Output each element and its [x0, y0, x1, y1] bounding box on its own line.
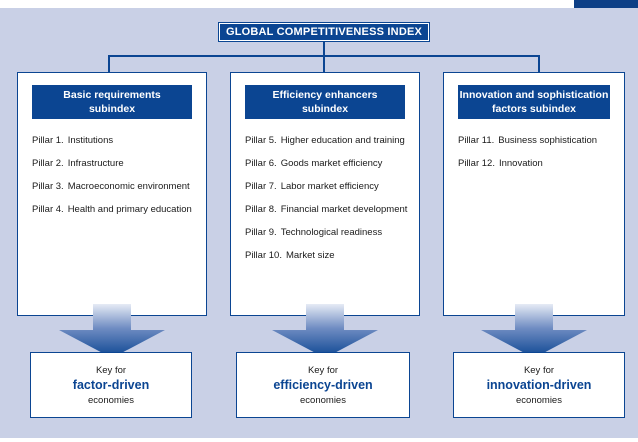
subindex-innovation-sophistication: Innovation and sophistication factors su…	[443, 72, 625, 316]
down-arrow-icon	[272, 304, 378, 358]
pillar-item: Pillar 12.Innovation	[458, 156, 614, 171]
pillar-label: Technological readiness	[280, 227, 383, 238]
pillar-item: Pillar 7.Labor market efficiency	[245, 179, 409, 194]
pillar-number: Pillar 7.	[245, 181, 277, 192]
pillar-number: Pillar 1.	[32, 135, 64, 146]
down-arrow-icon	[59, 304, 165, 358]
pillar-number: Pillar 10.	[245, 250, 282, 261]
subindex-heading: Basic requirements subindex	[32, 85, 192, 119]
pillar-number: Pillar 5.	[245, 135, 277, 146]
pillar-item: Pillar 10.Market size	[245, 248, 409, 263]
pillar-list: Pillar 11.Business sophistication Pillar…	[458, 133, 614, 179]
pillar-item: Pillar 5.Higher education and training	[245, 133, 409, 148]
pillar-item: Pillar 4.Health and primary education	[32, 202, 196, 217]
key-stage: innovation-driven	[486, 377, 592, 392]
pillar-item: Pillar 11.Business sophistication	[458, 133, 614, 148]
pillar-number: Pillar 8.	[245, 204, 277, 215]
pillar-label: Labor market efficiency	[280, 181, 379, 192]
pillar-item: Pillar 3.Macroeconomic environment	[32, 179, 196, 194]
key-line3: economies	[300, 394, 346, 406]
pillar-label: Health and primary education	[67, 204, 192, 215]
key-efficiency-driven: Key for efficiency-driven economies	[236, 352, 410, 418]
down-arrow-icon	[481, 304, 587, 358]
pillar-label: Infrastructure	[67, 158, 124, 169]
subindex-heading-line1: Basic requirements	[63, 89, 161, 101]
subindex-heading-line2: factors subindex	[491, 103, 577, 115]
key-line3: economies	[516, 394, 562, 406]
connector-drop-2	[323, 55, 325, 72]
subindex-basic-requirements: Basic requirements subindex Pillar 1.Ins…	[17, 72, 207, 316]
subindex-heading-line1: Innovation and sophistication	[459, 89, 609, 101]
subindex-heading-line2: subindex	[88, 103, 136, 115]
pillar-list: Pillar 1.Institutions Pillar 2.Infrastru…	[32, 133, 196, 225]
subindex-heading: Innovation and sophistication factors su…	[458, 85, 610, 119]
pillar-label: Business sophistication	[498, 135, 598, 146]
subindex-heading-line2: subindex	[301, 103, 349, 115]
pillar-label: Higher education and training	[280, 135, 405, 146]
pillar-label: Goods market efficiency	[280, 158, 383, 169]
key-line3: economies	[88, 394, 134, 406]
pillar-list: Pillar 5.Higher education and training P…	[245, 133, 409, 271]
pillar-number: Pillar 12.	[458, 158, 495, 169]
key-line1: Key for	[95, 364, 127, 376]
pillar-number: Pillar 3.	[32, 181, 64, 192]
pillar-item: Pillar 8.Financial market development	[245, 202, 409, 217]
index-title: GLOBAL COMPETITIVENESS INDEX	[218, 22, 430, 42]
bottom-strip	[0, 438, 638, 442]
key-line1: Key for	[523, 364, 555, 376]
pillar-number: Pillar 9.	[245, 227, 277, 238]
pillar-item: Pillar 6.Goods market efficiency	[245, 156, 409, 171]
key-line1: Key for	[307, 364, 339, 376]
subindex-heading: Efficiency enhancers subindex	[245, 85, 405, 119]
pillar-label: Market size	[285, 250, 335, 261]
subindex-efficiency-enhancers: Efficiency enhancers subindex Pillar 5.H…	[230, 72, 420, 316]
pillar-label: Institutions	[67, 135, 114, 146]
pillar-item: Pillar 2.Infrastructure	[32, 156, 196, 171]
pillar-label: Macroeconomic environment	[67, 181, 190, 192]
key-innovation-driven: Key for innovation-driven economies	[453, 352, 625, 418]
key-stage: efficiency-driven	[273, 377, 373, 392]
pillar-number: Pillar 2.	[32, 158, 64, 169]
connector-drop-1	[108, 55, 110, 72]
key-stage: factor-driven	[72, 377, 150, 392]
pillar-item: Pillar 9.Technological readiness	[245, 225, 409, 240]
pillar-number: Pillar 11.	[458, 135, 495, 146]
pillar-item: Pillar 1.Institutions	[32, 133, 196, 148]
connector-drop-3	[538, 55, 540, 72]
pillar-number: Pillar 4.	[32, 204, 64, 215]
corner-tab	[574, 0, 638, 8]
key-factor-driven: Key for factor-driven economies	[30, 352, 192, 418]
connector-stem	[323, 42, 325, 56]
pillar-label: Innovation	[498, 158, 543, 169]
subindex-heading-line1: Efficiency enhancers	[272, 89, 378, 101]
pillar-number: Pillar 6.	[245, 158, 277, 169]
pillar-label: Financial market development	[280, 204, 408, 215]
